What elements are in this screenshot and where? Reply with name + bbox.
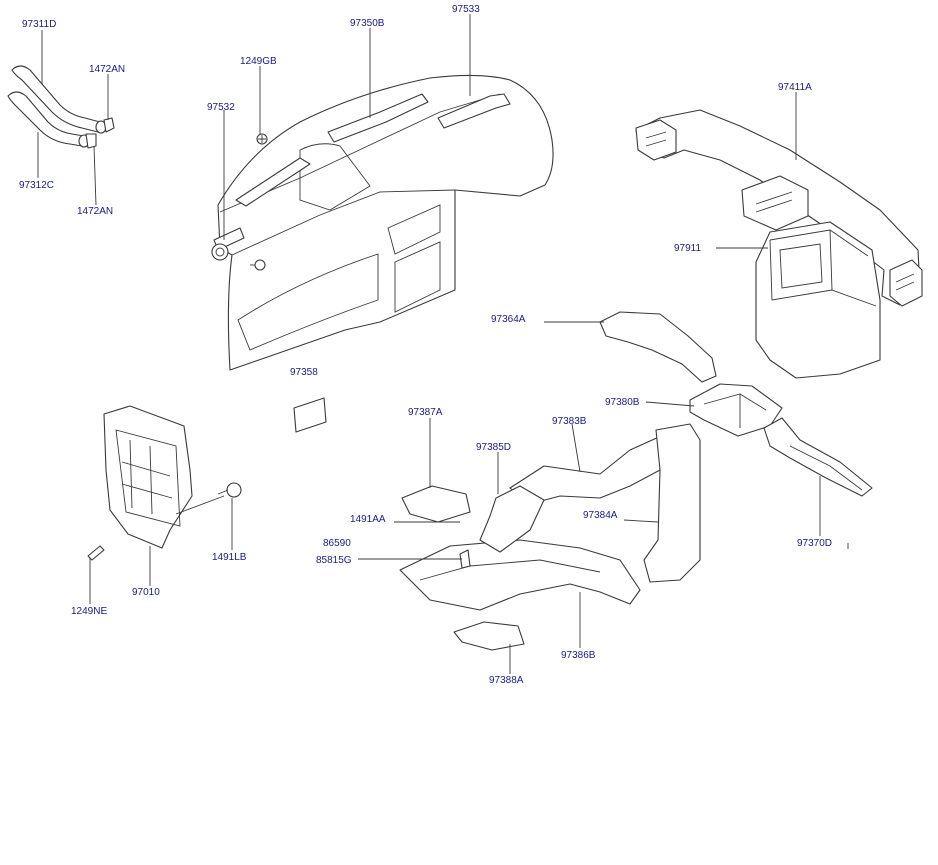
side-vent-slot	[121, 439, 173, 515]
part-label-97411a: 97411A	[778, 82, 812, 93]
vent-outlet	[211, 243, 229, 261]
part-label-1472an-top: 1472AN	[89, 64, 125, 75]
part-labels: 97311D 97312C 1472AN 1472AN 1249GB 97350…	[19, 4, 832, 686]
heater-hose-group	[7, 65, 115, 149]
part-label-97386b: 97386B	[561, 650, 596, 661]
part-label-97312c: 97312C	[19, 180, 54, 191]
vent-louver	[895, 273, 915, 291]
duct-97370d-rib	[789, 445, 863, 491]
part-label-97010: 97010	[132, 587, 160, 598]
part-label-85815g: 85815G	[316, 555, 352, 566]
part-label-86590: 86590	[323, 538, 351, 549]
part-label-97385d: 97385D	[476, 442, 511, 453]
duct-97388a	[453, 621, 525, 651]
part-label-97911: 97911	[674, 243, 702, 254]
panel-vent-channel	[299, 143, 371, 211]
floor-duct-assembly	[399, 383, 873, 651]
panel-upper-edge	[219, 93, 501, 213]
part-label-1491aa: 1491AA	[350, 514, 386, 525]
part-label-97350b: 97350B	[350, 18, 385, 29]
part-label-97384a: 97384A	[583, 510, 618, 521]
clip-shank	[217, 489, 229, 495]
side-vent-97010	[103, 405, 193, 549]
duct-97380b-face	[703, 393, 767, 428]
screw-1249ne	[87, 545, 105, 561]
part-label-97311d: 97311D	[22, 19, 56, 30]
hose-clamp	[103, 117, 115, 133]
heater-case-panel	[779, 243, 823, 289]
glove-box	[387, 204, 441, 255]
duct-97364a	[599, 311, 717, 383]
vent-outlet-right	[889, 259, 923, 307]
duct-97385d	[479, 485, 545, 553]
screw	[254, 259, 266, 271]
clip-1491lb	[226, 482, 242, 498]
panel-lower-fold	[231, 189, 456, 256]
side-vent-left	[235, 157, 311, 207]
part-label-1249gb: 1249GB	[240, 56, 277, 67]
vent-outlet-center	[741, 175, 809, 231]
side-vent-assembly	[87, 405, 242, 561]
part-label-97533: 97533	[452, 4, 480, 15]
glove-box-lower	[394, 241, 441, 313]
label-sticker-97358	[293, 397, 327, 433]
part-label-1472an-bottom: 1472AN	[77, 206, 113, 217]
part-label-97380b: 97380B	[605, 397, 640, 408]
duct-97533	[437, 93, 511, 129]
side-vent-grille	[115, 429, 181, 527]
part-label-97364a: 97364A	[491, 314, 526, 325]
vent-louver	[645, 131, 667, 147]
instrument-panel	[211, 74, 554, 371]
duct-97386b	[399, 539, 641, 611]
heater-case-face	[769, 229, 877, 307]
panel-knee-bolster	[237, 253, 379, 351]
duct-97370d	[763, 417, 873, 497]
part-label-97370d: 97370D	[797, 538, 832, 549]
vent-outlet-left	[635, 119, 677, 161]
vent-louver	[755, 191, 793, 213]
duct-97384a	[643, 423, 701, 583]
duct-97386b-ridge	[419, 559, 601, 581]
part-label-1491lb: 1491LB	[212, 552, 247, 563]
part-label-97358: 97358	[290, 367, 318, 378]
heater-case-97911	[755, 221, 881, 379]
leader-lines	[37, 14, 849, 674]
part-label-97388a: 97388A	[489, 675, 524, 686]
part-label-97383b: 97383B	[552, 416, 587, 427]
hose-clamp	[85, 133, 97, 149]
heater-unit	[635, 109, 923, 379]
part-label-97532: 97532	[207, 102, 235, 113]
duct-97387a	[401, 485, 471, 523]
sensor-85815g	[459, 549, 471, 569]
screw-thread	[258, 135, 266, 143]
part-label-97387a: 97387A	[408, 407, 443, 418]
defroster-nozzle	[327, 93, 429, 143]
vent-outlet-inner	[215, 247, 225, 257]
part-label-1249ne: 1249NE	[71, 606, 107, 617]
